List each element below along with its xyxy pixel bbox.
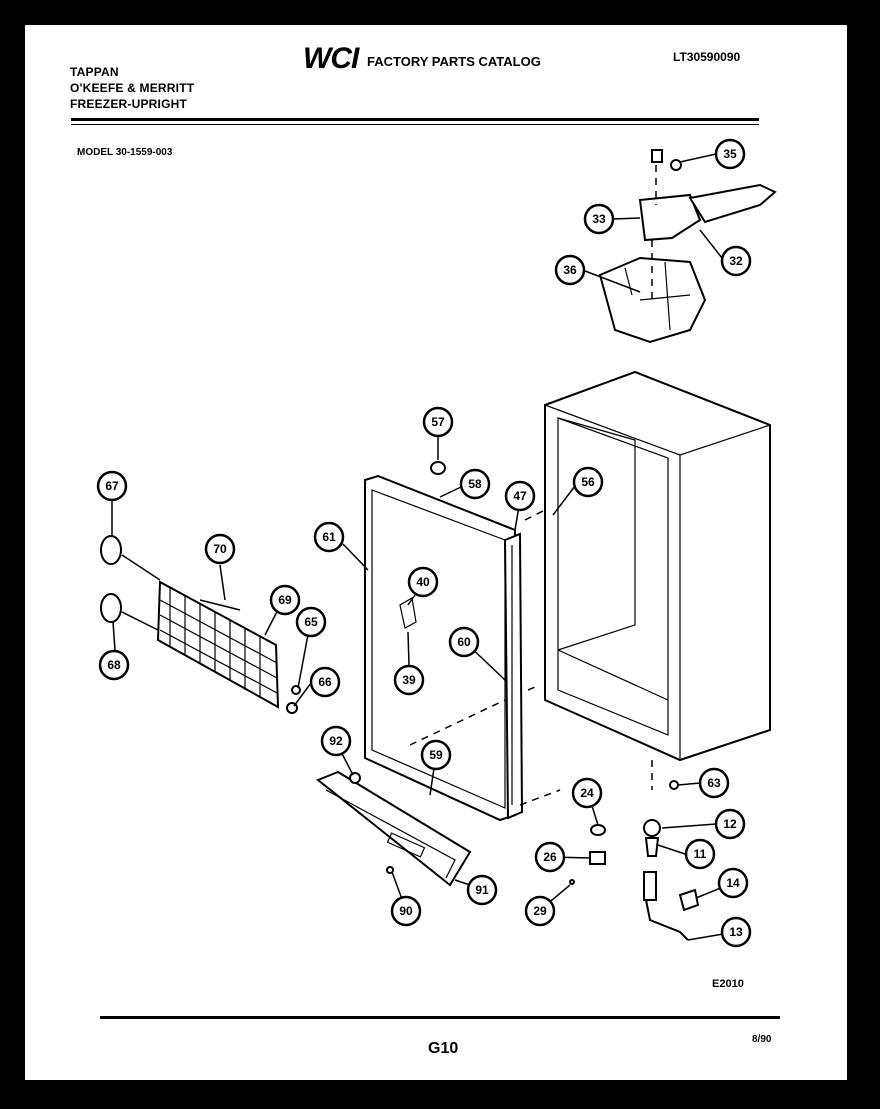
callout-32: 32 [720, 245, 752, 277]
callout-13: 13 [720, 916, 752, 948]
callout-39: 39 [393, 664, 425, 696]
catalog-title: FACTORY PARTS CATALOG [367, 54, 541, 69]
callout-label: 47 [513, 489, 527, 503]
evaporator-assembly [598, 149, 777, 344]
callout-label: 14 [726, 876, 740, 890]
callout-11: 11 [684, 838, 716, 870]
callout-57: 57 [422, 406, 454, 438]
callout-69: 69 [269, 584, 301, 616]
header-rule [71, 118, 759, 121]
callout-26: 26 [534, 841, 566, 873]
callout-label: 12 [723, 817, 737, 831]
callout-label: 69 [278, 593, 292, 607]
catalog-part-number: LT30590090 [673, 50, 741, 64]
door-bottom-panel [316, 770, 472, 887]
callout-58: 58 [459, 468, 491, 500]
callout-label: 24 [580, 786, 594, 800]
model-number: MODEL 30-1559-003 [77, 147, 173, 158]
callout-40: 40 [407, 566, 439, 598]
callout-label: 61 [322, 530, 336, 544]
callout-label: 67 [105, 479, 119, 493]
callout-66: 66 [309, 666, 341, 698]
callout-12: 12 [714, 808, 746, 840]
callout-label: 40 [416, 575, 430, 589]
callout-label: 39 [402, 673, 416, 687]
callout-label: 35 [723, 147, 737, 161]
drawing-code: E2010 [712, 978, 744, 990]
callout-68: 68 [98, 649, 130, 681]
callout-90: 90 [390, 895, 422, 927]
callout-label: 91 [475, 883, 489, 897]
brand-line: O'KEEFE & MERRITT [70, 81, 195, 95]
brand-line: FREEZER-UPRIGHT [70, 97, 187, 111]
callout-70: 70 [204, 533, 236, 565]
callout-label: 65 [304, 615, 318, 629]
callout-label: 29 [533, 904, 547, 918]
callout-label: 68 [107, 658, 121, 672]
callout-label: 33 [592, 212, 606, 226]
callout-65: 65 [295, 606, 327, 638]
callout-61: 61 [313, 521, 345, 553]
callout-63: 63 [698, 767, 730, 799]
callout-47: 47 [504, 480, 536, 512]
callout-60: 60 [448, 626, 480, 658]
footer-rule [100, 1016, 780, 1019]
callout-label: 60 [457, 635, 471, 649]
callout-label: 11 [694, 847, 707, 861]
grille [156, 580, 280, 709]
callout-label: 56 [581, 475, 595, 489]
callout-36: 36 [554, 254, 586, 286]
callout-label: 70 [213, 542, 227, 556]
callout-91: 91 [466, 874, 498, 906]
callout-label: 36 [563, 263, 577, 277]
callout-label: 13 [729, 925, 743, 939]
page-number: G10 [428, 1040, 459, 1057]
callout-label: 59 [429, 748, 443, 762]
callout-label: 58 [468, 477, 482, 491]
callout-label: 32 [729, 254, 743, 268]
catalog-date: 8/90 [752, 1034, 772, 1045]
callout-label: 66 [318, 675, 332, 689]
callout-24: 24 [571, 777, 603, 809]
small-parts [100, 461, 700, 941]
header-rule-thin [71, 124, 759, 125]
callout-label: 92 [329, 734, 343, 748]
callout-67: 67 [96, 470, 128, 502]
brand-line: TAPPAN [70, 65, 119, 79]
callout-14: 14 [717, 867, 749, 899]
callout-label: 63 [707, 776, 721, 790]
callout-label: 26 [543, 850, 557, 864]
freezer-cabinet [544, 370, 771, 762]
callout-92: 92 [320, 725, 352, 757]
callout-label: 90 [399, 904, 413, 918]
callout-59: 59 [420, 739, 452, 771]
callout-33: 33 [583, 203, 615, 235]
callout-29: 29 [524, 895, 556, 927]
wci-logo: WCI [303, 42, 359, 75]
callout-56: 56 [572, 466, 604, 498]
brand-block: TAPPAN O'KEEFE & MERRITT FREEZER-UPRIGHT [70, 64, 194, 112]
callout-label: 57 [431, 415, 445, 429]
callout-35: 35 [714, 138, 746, 170]
door-liner [364, 474, 524, 822]
